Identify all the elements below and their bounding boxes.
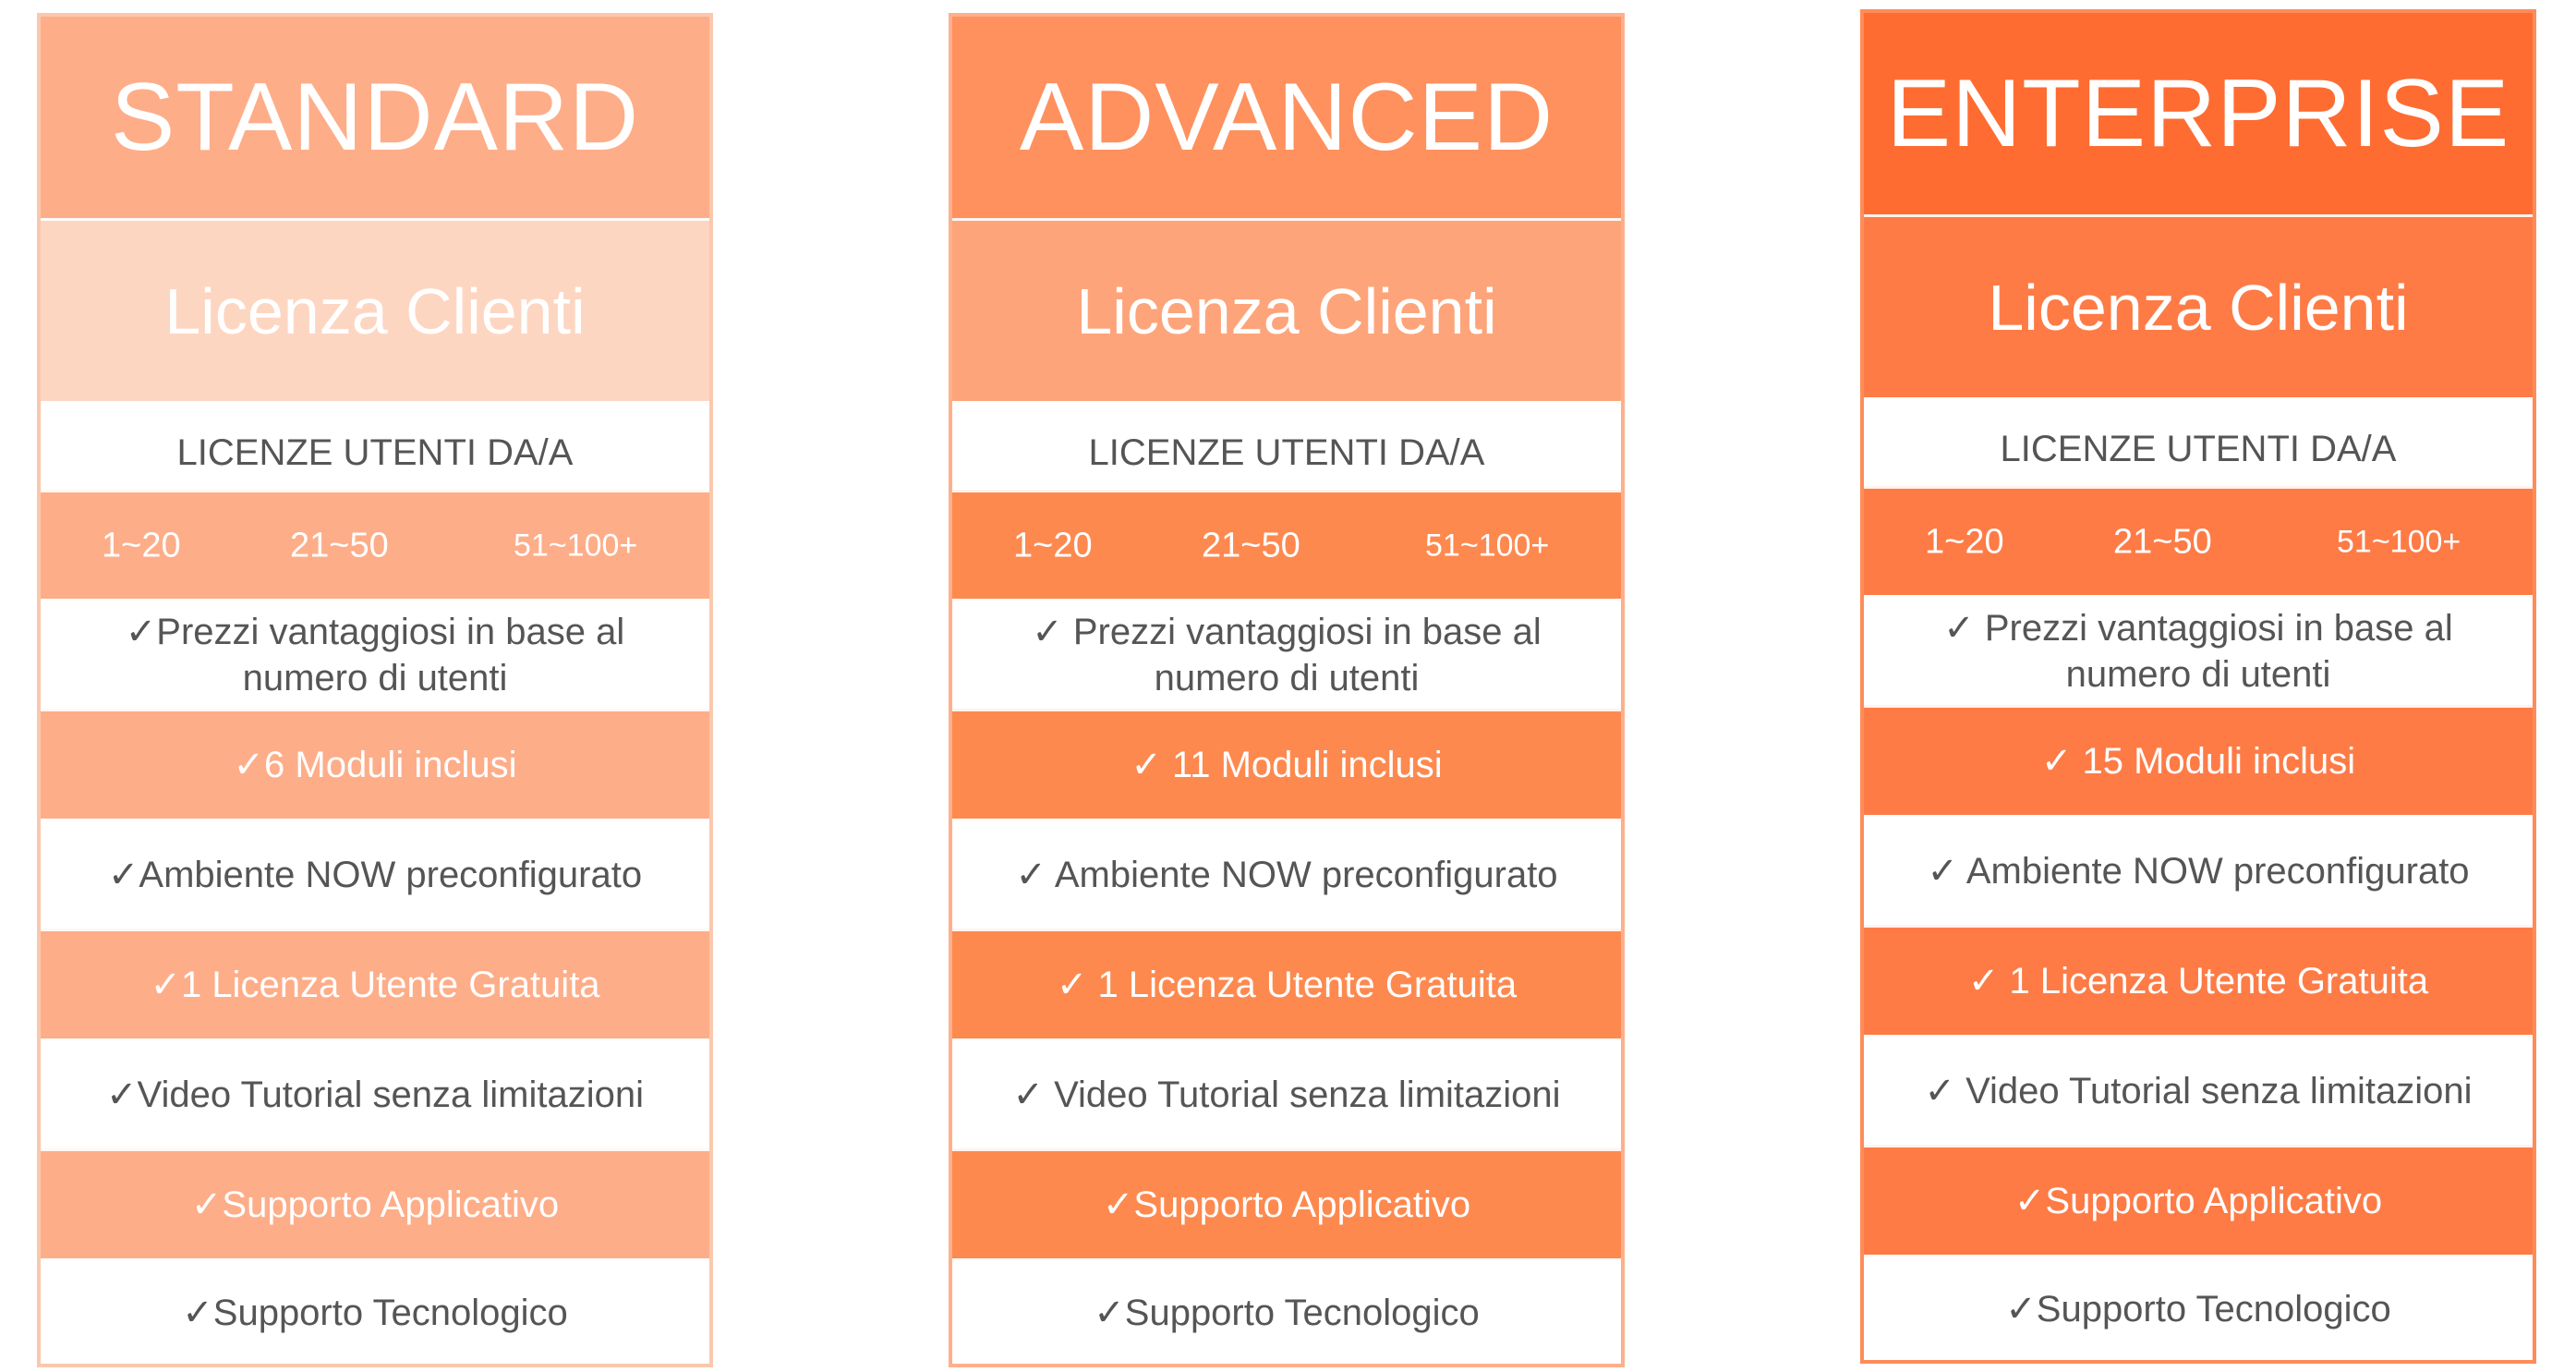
users-range-header: LICENZE UTENTI DA/A <box>41 401 709 490</box>
feature-tech-support: ✓Supporto Tecnologico <box>1864 1255 2533 1360</box>
tier-21-50: 21~50 <box>2113 522 2212 561</box>
tier-1-20: 1~20 <box>1013 526 1093 565</box>
feature-modules: ✓ 15 Moduli inclusi <box>1864 705 2533 815</box>
feature-app-support: ✓Supporto Applicativo <box>1864 1145 2533 1255</box>
feature-video-tutorial: ✓ Video Tutorial senza limitazioni <box>1864 1035 2533 1145</box>
tier-1-20: 1~20 <box>102 526 181 565</box>
feature-app-support: ✓Supporto Applicativo <box>41 1148 709 1258</box>
feature-video-tutorial: ✓ Video Tutorial senza limitazioni <box>952 1038 1621 1148</box>
tier-51-100: 51~100+ <box>2337 524 2461 559</box>
plan-title: ENTERPRISE <box>1864 13 2533 214</box>
plan-license-label: Licenza Clienti <box>1864 214 2533 397</box>
users-range-header: LICENZE UTENTI DA/A <box>952 401 1621 490</box>
tier-21-50: 21~50 <box>1202 526 1300 565</box>
feature-tech-support: ✓Supporto Tecnologico <box>41 1258 709 1364</box>
plan-advanced: ADVANCED Licenza Clienti LICENZE UTENTI … <box>949 13 1625 1367</box>
plan-title: ADVANCED <box>952 17 1621 218</box>
user-tier-row: 1~20 21~50 51~100+ <box>41 490 709 599</box>
feature-app-support: ✓Supporto Applicativo <box>952 1148 1621 1258</box>
feature-tech-support: ✓Supporto Tecnologico <box>952 1258 1621 1364</box>
users-range-header: LICENZE UTENTI DA/A <box>1864 397 2533 486</box>
plan-standard: STANDARD Licenza Clienti LICENZE UTENTI … <box>37 13 713 1367</box>
plan-enterprise: ENTERPRISE Licenza Clienti LICENZE UTENT… <box>1860 9 2536 1364</box>
tier-21-50: 21~50 <box>290 526 389 565</box>
feature-free-license: ✓1 Licenza Utente Gratuita <box>41 929 709 1038</box>
feature-pricing: ✓Prezzi vantaggiosi in base al numero di… <box>41 599 709 709</box>
feature-now-environment: ✓ Ambiente NOW preconfigurato <box>952 819 1621 929</box>
plan-license-label: Licenza Clienti <box>952 218 1621 401</box>
user-tier-row: 1~20 21~50 51~100+ <box>1864 486 2533 595</box>
feature-now-environment: ✓Ambiente NOW preconfigurato <box>41 819 709 929</box>
feature-pricing: ✓ Prezzi vantaggiosi in base al numero d… <box>952 599 1621 709</box>
feature-free-license: ✓ 1 Licenza Utente Gratuita <box>1864 925 2533 1035</box>
feature-video-tutorial: ✓Video Tutorial senza limitazioni <box>41 1038 709 1148</box>
feature-now-environment: ✓ Ambiente NOW preconfigurato <box>1864 815 2533 925</box>
feature-modules: ✓ 11 Moduli inclusi <box>952 709 1621 819</box>
feature-pricing: ✓ Prezzi vantaggiosi in base al numero d… <box>1864 595 2533 705</box>
tier-51-100: 51~100+ <box>1425 528 1550 563</box>
plan-title: STANDARD <box>41 17 709 218</box>
tier-51-100: 51~100+ <box>514 528 638 563</box>
feature-free-license: ✓ 1 Licenza Utente Gratuita <box>952 929 1621 1038</box>
tier-1-20: 1~20 <box>1925 522 2004 561</box>
plan-license-label: Licenza Clienti <box>41 218 709 401</box>
feature-modules: ✓6 Moduli inclusi <box>41 709 709 819</box>
user-tier-row: 1~20 21~50 51~100+ <box>952 490 1621 599</box>
